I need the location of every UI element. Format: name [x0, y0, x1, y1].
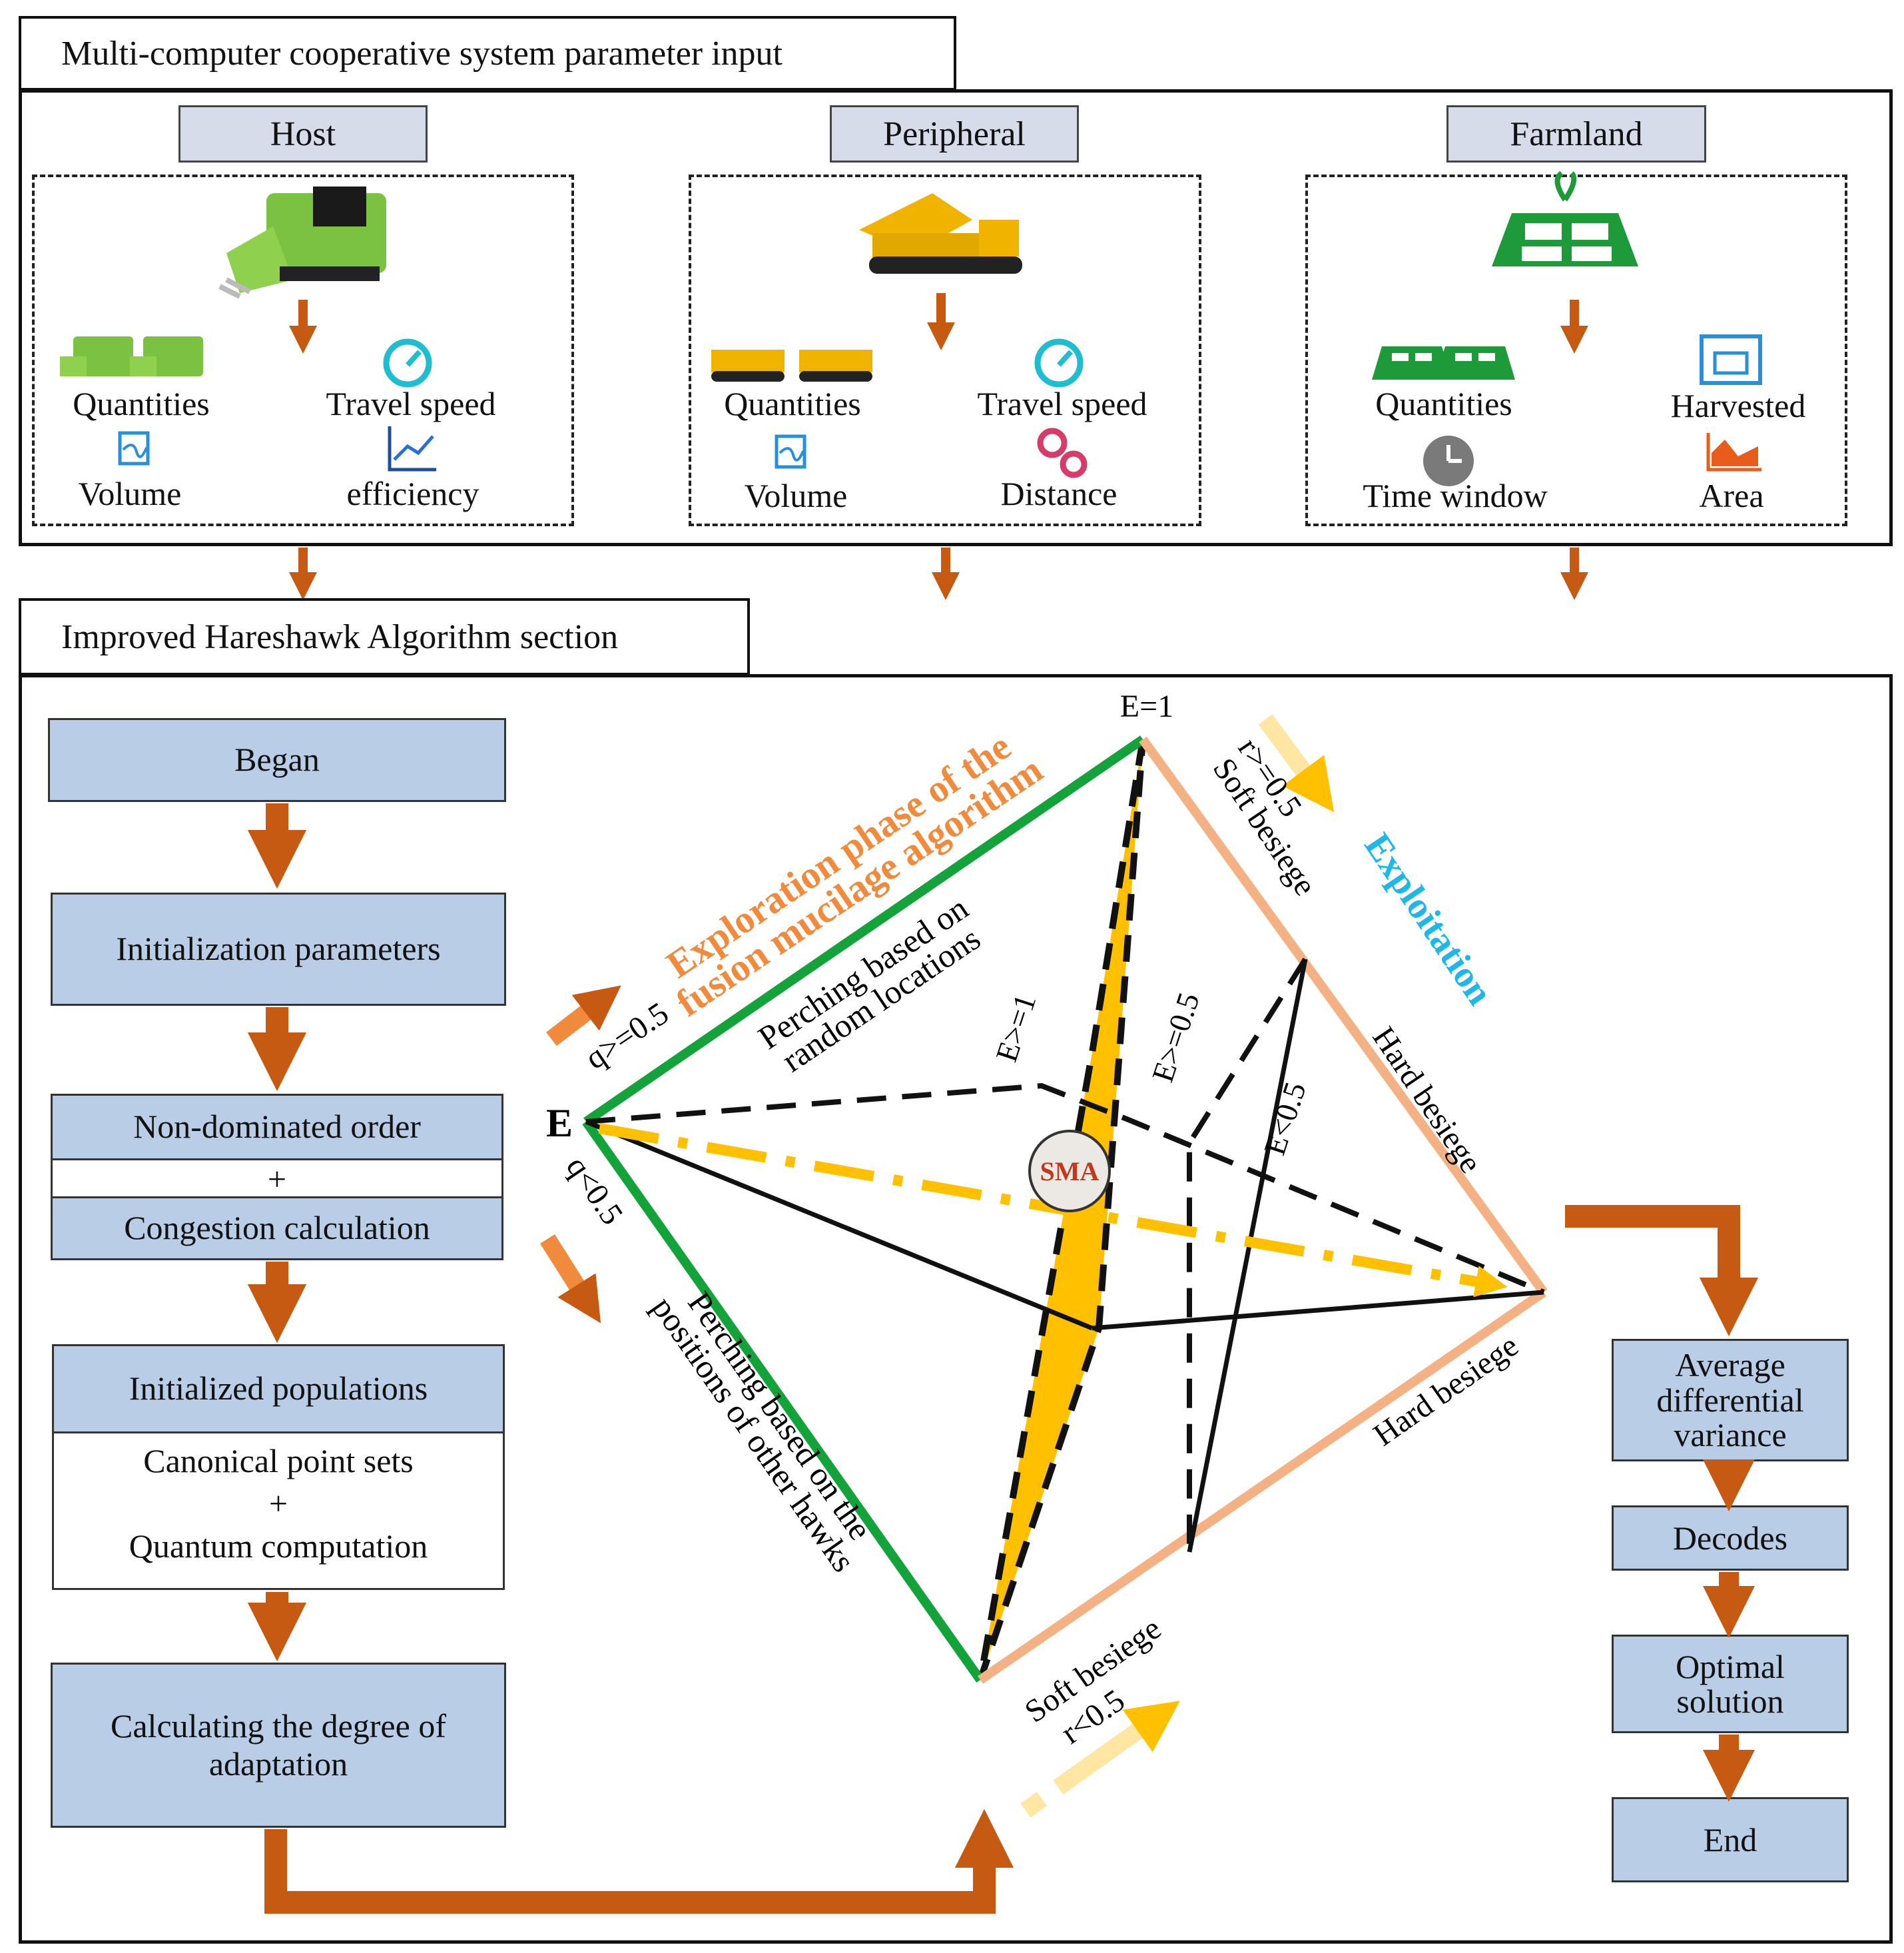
- e1-vertex-label: E=1: [1120, 689, 1173, 724]
- hard-besiege-lower-label: Hard besiege: [1367, 1328, 1525, 1453]
- optimal-solution-box: Optimal solution: [1612, 1635, 1849, 1733]
- decodes-box: Decodes: [1612, 1505, 1849, 1571]
- parameter-input-title: Multi-computer cooperative system parame…: [19, 16, 956, 91]
- farmland-area-label: Area: [1699, 477, 1764, 514]
- population-init-methods: Canonical point sets + Quantum computati…: [52, 1431, 505, 1590]
- perch-hawks-label: Perching based on the positions of other…: [645, 1285, 879, 1579]
- top-icons-layer: [60, 171, 1762, 599]
- svg-text:Perching based on the: Perching based on the: [681, 1285, 879, 1547]
- dashed-paths: [585, 957, 1545, 1552]
- peripheral-distance-label: Distance: [1000, 475, 1117, 512]
- host-efficiency-label: efficiency: [346, 475, 479, 512]
- small-trucks-icon: [711, 350, 872, 382]
- yellow-dashdot-arrow: [598, 1123, 1508, 1298]
- plus-connector-1: +: [51, 1158, 503, 1198]
- e-lt-05-label: E<0.5: [1257, 1078, 1313, 1159]
- farmland-time-window-label: Time window: [1363, 477, 1548, 514]
- peripheral-travel-speed-label: Travel speed: [977, 385, 1147, 422]
- dump-truck-icon: [859, 193, 1022, 274]
- clock-icon: [1423, 436, 1474, 486]
- location-pins-icon: [1037, 428, 1088, 478]
- area-chart-icon: [1706, 433, 1761, 472]
- farmland-field-icon: [1492, 171, 1638, 266]
- sma-label: SMA: [1040, 1156, 1100, 1186]
- host-travel-speed-label: Travel speed: [326, 385, 496, 422]
- host-volume-label: Volume: [78, 475, 182, 512]
- small-harvesters-icon: [60, 336, 203, 376]
- peach-edge-upper: [1139, 736, 1548, 1296]
- harvester-icon: [218, 187, 386, 299]
- speedometer-icon: [383, 338, 432, 388]
- harvested-icon: [1700, 334, 1762, 385]
- calculating-adaptation-box: Calculating the degree of adaptation: [51, 1663, 506, 1828]
- began-box: Began: [48, 718, 506, 802]
- canonical-point-sets-label: Canonical point sets: [143, 1442, 414, 1479]
- speedometer-icon-2: [1034, 338, 1084, 388]
- congestion-calculation-box: Congestion calculation: [51, 1196, 503, 1260]
- green-edge-upper: [583, 735, 1145, 1126]
- farmland-harvested-label: Harvested: [1670, 387, 1806, 424]
- small-fields-icon: [1372, 346, 1515, 380]
- farmland-quantities-label: Quantities: [1375, 385, 1512, 422]
- host-header: Host: [178, 105, 428, 163]
- e-ge-1-label: E>=1: [989, 990, 1042, 1066]
- adaptation-to-diagram-arrow: [264, 1808, 1014, 1914]
- hard-besiege-upper-label: Hard besiege: [1365, 1020, 1488, 1179]
- green-edge-lower: [582, 1118, 984, 1683]
- peach-edge-lower: [978, 1288, 1546, 1684]
- solid-paths: [585, 959, 1544, 1553]
- faint-arrow-bottom: [1020, 1701, 1180, 1818]
- sma-node: [1028, 1130, 1111, 1212]
- host-quantities-label: Quantities: [73, 385, 210, 422]
- quantum-computation-label: Quantum computation: [129, 1527, 428, 1565]
- host-panel: [32, 175, 574, 526]
- initialized-populations-box: Initialized populations: [52, 1344, 505, 1433]
- algorithm-section-frame: [19, 674, 1893, 1944]
- efficiency-chart-icon: [388, 426, 436, 472]
- farmland-panel: [1305, 175, 1847, 526]
- svg-text:positions of other hawks: positions of other hawks: [645, 1290, 862, 1579]
- e-ge-05-label: E>=0.5: [1145, 988, 1206, 1086]
- diagram-to-variance-arrow: [1565, 1205, 1759, 1337]
- orange-arrow-up: [546, 985, 621, 1046]
- peripheral-volume-label: Volume: [744, 477, 848, 514]
- peripheral-quantities-label: Quantities: [724, 385, 861, 422]
- plus-connector-2: +: [268, 1485, 288, 1522]
- parameter-input-frame: [19, 89, 1893, 546]
- average-differential-variance-box: Average differential variance: [1612, 1339, 1849, 1461]
- orange-arrow-down: [540, 1234, 601, 1324]
- peripheral-panel: [689, 175, 1201, 526]
- volume-icon: [118, 431, 150, 466]
- volume-icon-2: [775, 434, 806, 469]
- e-vertex-label: E: [546, 1101, 573, 1145]
- initialization-parameters-box: Initialization parameters: [51, 893, 506, 1006]
- exploitation-label: Exploitation: [1357, 826, 1501, 1012]
- faint-arrow-top: [1258, 714, 1335, 813]
- farmland-header: Farmland: [1446, 105, 1706, 163]
- peripheral-header: Peripheral: [830, 105, 1079, 163]
